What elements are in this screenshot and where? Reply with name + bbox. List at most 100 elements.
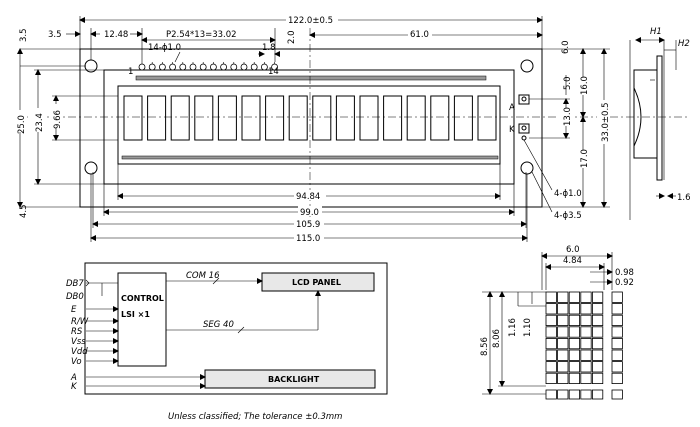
char-0-98-text: 0.98 — [615, 268, 634, 278]
pin-pad — [271, 63, 279, 71]
char-0-92-text: 0.92 — [615, 278, 634, 288]
dot — [545, 291, 557, 303]
dot — [592, 326, 604, 338]
pin-a-pad — [518, 94, 530, 105]
cursor-dot — [580, 389, 592, 400]
block-pin-label: Vo — [71, 357, 82, 367]
char-8-56-text: 8.56 — [480, 337, 490, 356]
dot — [568, 326, 581, 338]
dot — [592, 349, 604, 361]
cursor-dot — [611, 389, 623, 400]
dot — [557, 303, 569, 315]
dim-23-4-text: 23.4 — [35, 113, 45, 132]
bezel-outline — [103, 69, 515, 185]
dot — [557, 291, 569, 303]
h1-text: H1 — [650, 27, 662, 37]
dim-4-5-text: 4.5 — [19, 204, 29, 218]
dot — [545, 361, 557, 373]
dot — [611, 326, 623, 338]
dim-3-5-top-text: 3.5 — [19, 28, 29, 42]
char-cell — [359, 95, 379, 141]
dot — [545, 314, 557, 327]
dot — [545, 326, 557, 338]
char-cell — [453, 95, 473, 141]
char-cell — [265, 95, 285, 141]
dot — [580, 291, 592, 303]
block-pin-label: DB0 — [66, 292, 84, 302]
side-view: H1 H2 1.6 — [610, 27, 691, 220]
viewing-area — [117, 85, 501, 165]
block-pin-label: E — [71, 305, 77, 315]
dim-3-5-left-text: 3.5 — [48, 30, 62, 40]
hole-large-callout: 4-ϕ3.5 — [554, 211, 582, 221]
char-cell — [335, 95, 355, 141]
char-cell — [383, 95, 403, 141]
char-cell — [217, 95, 237, 141]
dim-115-text: 115.0 — [296, 234, 320, 244]
lsi-label: LSI ×1 — [121, 310, 150, 319]
dim-6-0-text: 6.0 — [561, 40, 571, 54]
block-pin-label: DB7 — [66, 279, 84, 289]
dot — [557, 314, 569, 327]
dot — [557, 361, 569, 373]
character-cells — [123, 95, 497, 141]
dot — [568, 303, 581, 315]
pin-pad — [230, 63, 238, 71]
pin-pad — [179, 63, 187, 71]
dot — [568, 314, 581, 327]
dim-5-0-text: 5.0 — [563, 76, 573, 90]
dot — [611, 314, 623, 327]
dot — [580, 372, 592, 385]
block-pin-label: Vss — [71, 337, 86, 347]
char-1-16-text: 1.16 — [508, 318, 518, 337]
dot — [580, 326, 592, 338]
dim-94-84-text: 94.84 — [296, 192, 320, 202]
dim-105-9-text: 105.9 — [296, 220, 320, 230]
dot — [611, 349, 623, 361]
char-cell — [147, 95, 167, 141]
dot-matrix-grid — [545, 291, 623, 400]
hole-small-callout: 4-ϕ1.0 — [554, 189, 582, 199]
pin-pad — [260, 63, 268, 71]
pin-pad — [220, 63, 228, 71]
com-label: COM 16 — [186, 271, 220, 281]
pin-holes-text: 14-ϕ1.0 — [148, 43, 181, 53]
lcd-panel-label: LCD PANEL — [292, 278, 341, 287]
dot — [557, 349, 569, 361]
pin-1-label: 1 — [128, 67, 133, 77]
cursor-dot — [568, 389, 581, 400]
dim-1-6-text: 1.6 — [677, 193, 691, 203]
dim-9-66-text: 9.66 — [53, 110, 63, 129]
dim-122-text: 122.0±0.5 — [288, 16, 333, 26]
block-pin-label: R/W — [71, 317, 89, 327]
block-frame — [84, 262, 388, 395]
cursor-dot — [592, 389, 604, 400]
block-pin-label: RS — [71, 327, 83, 337]
pin-pad — [148, 63, 156, 71]
char-1-10-text: 1.10 — [523, 318, 533, 337]
char-cell — [430, 95, 450, 141]
pin-pads — [138, 62, 279, 71]
pin-pad — [189, 63, 197, 71]
char-cell — [477, 95, 497, 141]
dot — [580, 303, 592, 315]
block-pin-label: A — [70, 373, 77, 383]
dim-99-text: 99.0 — [300, 208, 319, 218]
pin-pad — [138, 63, 146, 71]
dot — [580, 314, 592, 327]
pin-pad — [209, 63, 217, 71]
dot — [580, 361, 592, 373]
dot — [568, 291, 581, 303]
char-cell — [194, 95, 214, 141]
top-strip — [135, 75, 487, 81]
dot — [557, 326, 569, 338]
dot — [568, 337, 581, 350]
dot — [580, 349, 592, 361]
dot — [592, 303, 604, 315]
block-pin-label: K — [71, 382, 78, 392]
backlight-label: BACKLIGHT — [268, 375, 320, 384]
char-cell — [288, 95, 308, 141]
dim-17-text: 17.0 — [580, 149, 590, 168]
pin-pad — [199, 63, 207, 71]
